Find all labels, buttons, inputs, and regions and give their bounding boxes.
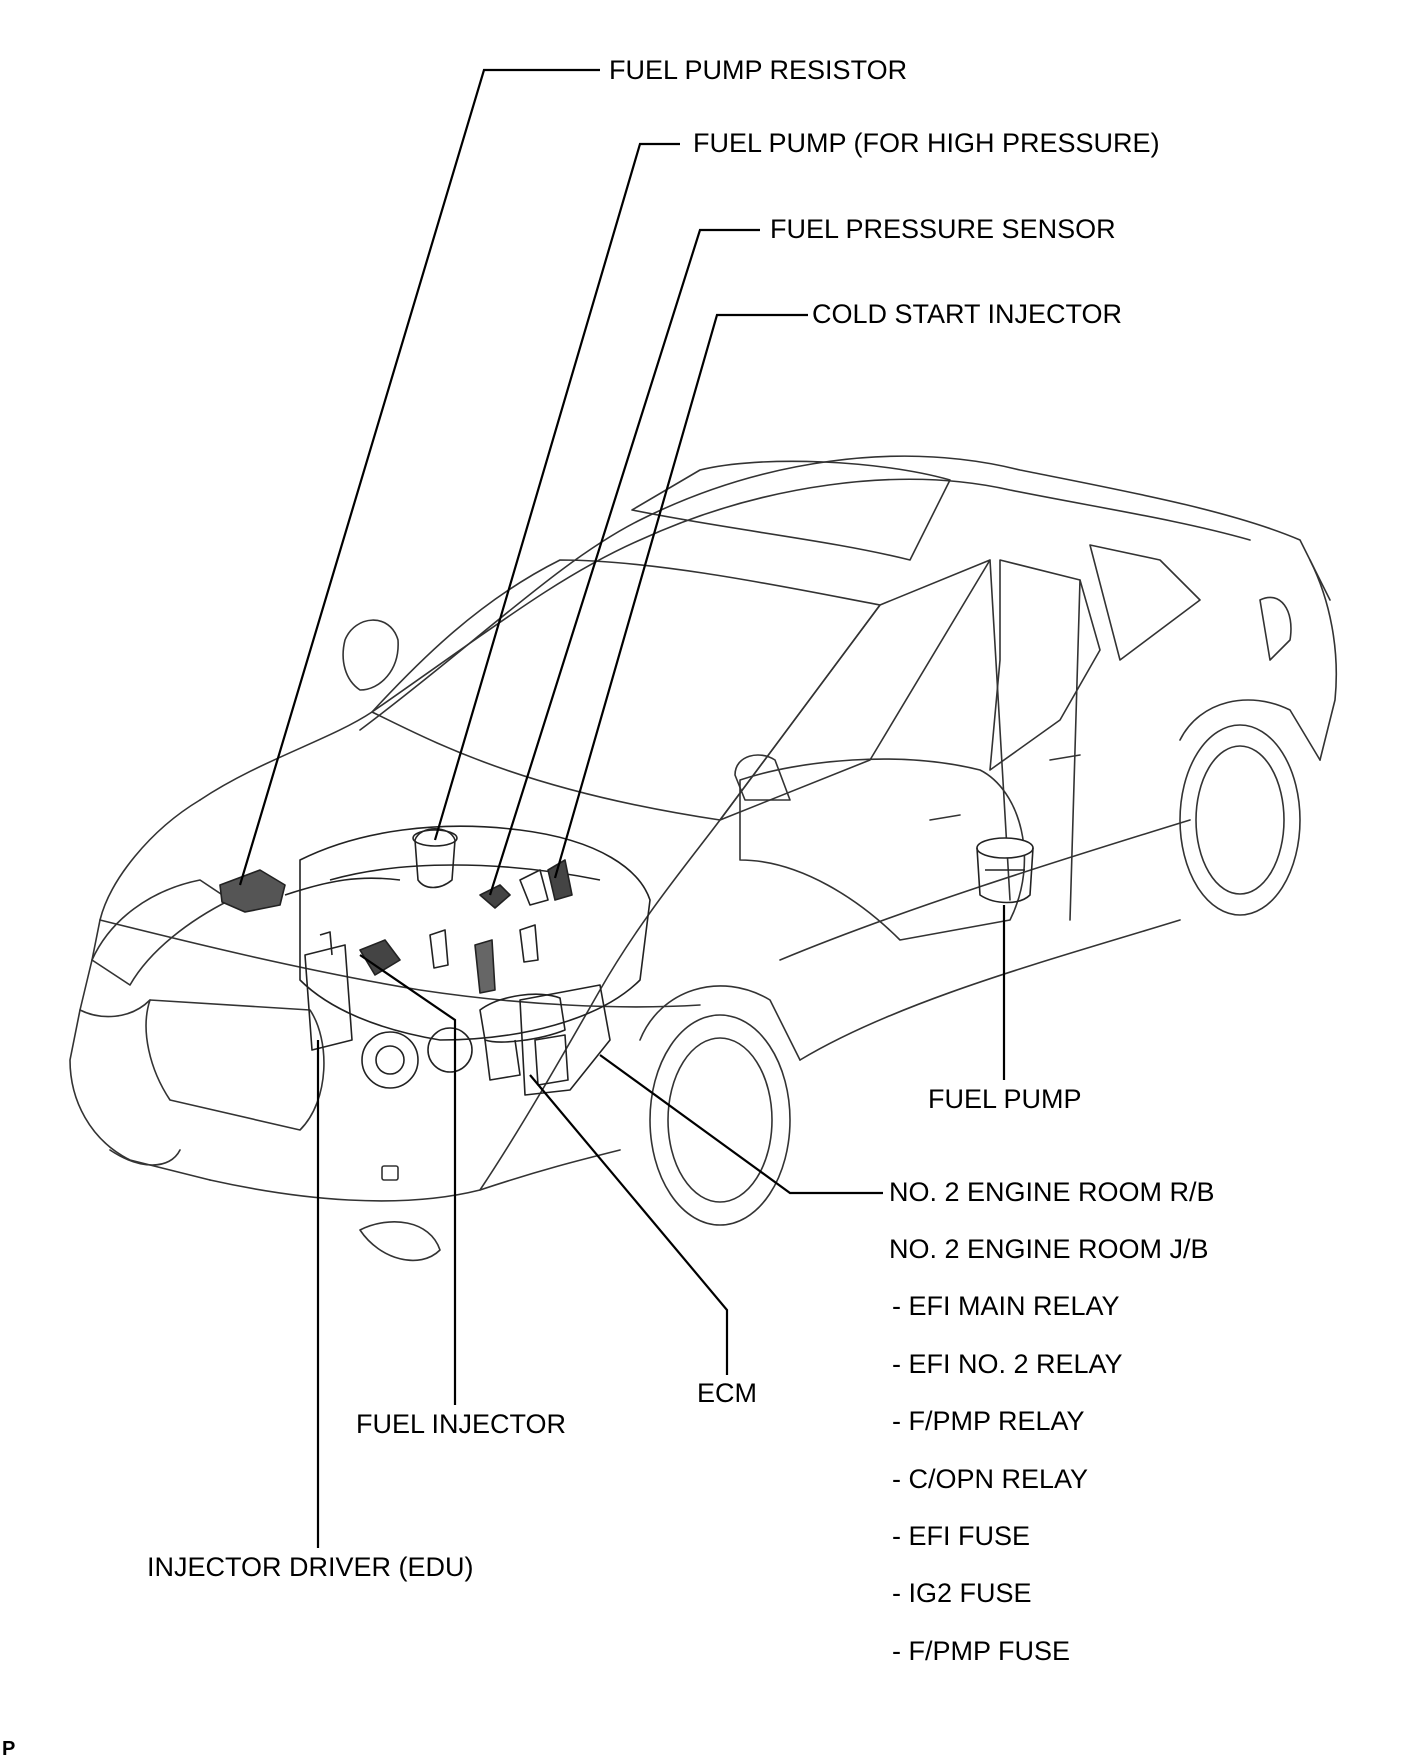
label-injector-driver: INJECTOR DRIVER (EDU) (147, 1552, 474, 1582)
leader-no2-engine-room-rb (599, 1054, 883, 1195)
label-no2-engine-room-jb: NO. 2 ENGINE ROOM J/B (889, 1234, 1209, 1264)
label-no2-engine-room-rb: NO. 2 ENGINE ROOM R/B (889, 1177, 1215, 1207)
leader-fuel-pump-resistor (238, 68, 600, 886)
leader-fuel-pump-high-pressure (433, 142, 680, 841)
leader-ecm (529, 1074, 729, 1375)
leader-fuel-injector (359, 954, 457, 1405)
label-ig2-fuse: - IG2 FUSE (892, 1578, 1032, 1608)
engine-components-drawing (219, 825, 1034, 1096)
label-efi-fuse: - EFI FUSE (892, 1521, 1031, 1551)
label-fpmp-relay: - F/PMP RELAY (892, 1406, 1085, 1436)
label-fpmp-fuse: - F/PMP FUSE (892, 1636, 1071, 1666)
label-efi-no2-relay: - EFI NO. 2 RELAY (892, 1349, 1123, 1379)
leader-lines (238, 68, 1006, 1548)
label-fuel-injector: FUEL INJECTOR (356, 1409, 567, 1439)
label-fuel-pump-high-pressure: FUEL PUMP (FOR HIGH PRESSURE) (693, 128, 1160, 158)
leader-fuel-pressure-sensor (488, 228, 760, 896)
label-ecm: ECM (697, 1378, 757, 1408)
label-fuel-pump-resistor: FUEL PUMP RESISTOR (609, 55, 908, 85)
corner-mark: P (2, 1738, 16, 1760)
label-fuel-pump: FUEL PUMP (928, 1084, 1082, 1114)
label-copn-relay: - C/OPN RELAY (892, 1464, 1089, 1494)
label-efi-main-relay: - EFI MAIN RELAY (892, 1291, 1120, 1321)
label-cold-start-injector: COLD START INJECTOR (812, 299, 1123, 329)
car-body-drawing (69, 455, 1338, 1262)
label-fuel-pressure-sensor: FUEL PRESSURE SENSOR (770, 214, 1116, 244)
leader-cold-start-injector (553, 313, 808, 879)
